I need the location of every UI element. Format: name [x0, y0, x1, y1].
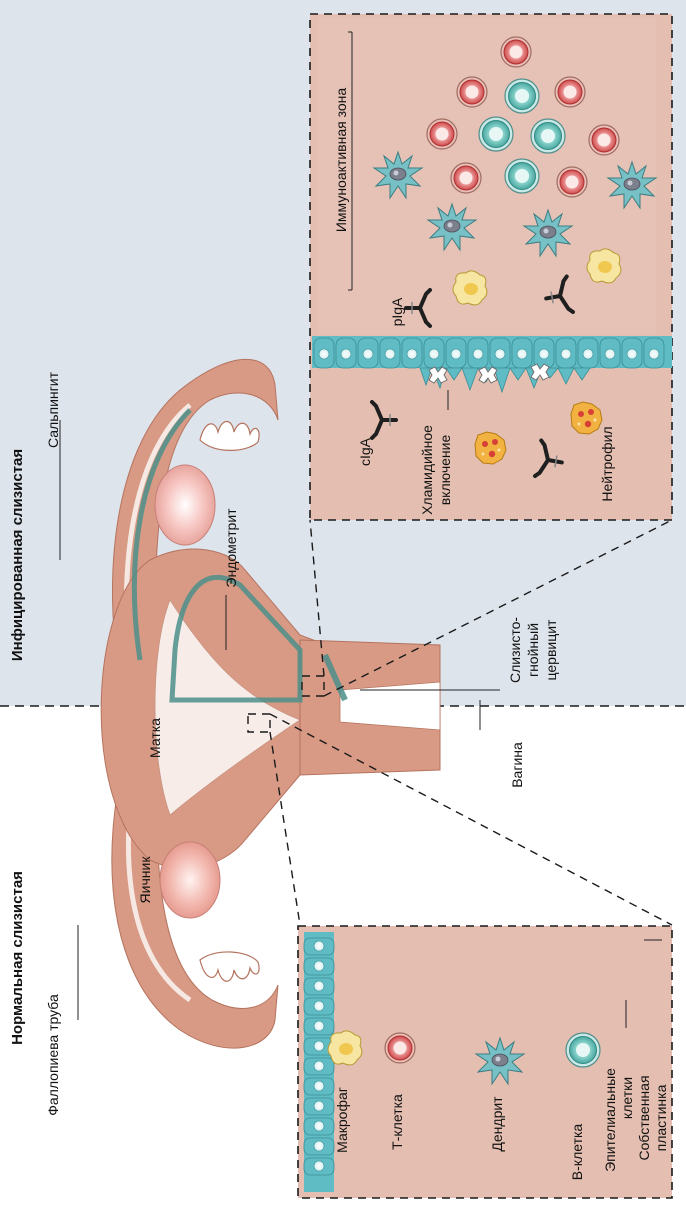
b-cell — [505, 159, 539, 193]
section-title-normal: Нормальная слизистая — [9, 871, 26, 1045]
t-cell — [427, 119, 457, 149]
t-cell — [555, 77, 585, 107]
t-cell — [589, 125, 619, 155]
label-vagina: Вагина — [509, 742, 525, 788]
label-endometritis: Эндометрит — [223, 508, 239, 588]
macrophage — [587, 249, 621, 283]
label-neutrophil: Нейтрофил — [599, 426, 615, 501]
label-chlamydia-1: Хламидийное — [419, 425, 435, 515]
legend-macrophage: Макрофаг — [334, 1087, 350, 1153]
legend-epithelial-1: Эпителиальные — [602, 1068, 618, 1172]
legend-macrophage-icon — [328, 1031, 362, 1065]
label-cervicitis-1: Слизисто- — [507, 617, 523, 683]
legend-b-cell-icon — [566, 1033, 600, 1067]
section-title-infected: Инфицированная слизистая — [9, 449, 26, 661]
ovary-upper — [155, 465, 215, 545]
t-cell — [501, 37, 531, 67]
label-uterus: Матка — [147, 718, 163, 758]
label-immune-zone: Иммуноактивная зона — [333, 88, 349, 232]
label-fallopian-tube: Фаллопиева труба — [45, 994, 61, 1116]
b-cell — [505, 79, 539, 113]
legend-t-cell: Т-клетка — [389, 1094, 405, 1150]
label-piga: pIgA — [389, 297, 405, 326]
legend-epithelial-2: клетки — [619, 1077, 635, 1119]
label-salpingitis: Сальпингит — [45, 371, 61, 448]
t-cell — [557, 167, 587, 197]
label-ovary: Яичник — [137, 856, 153, 904]
b-cell — [479, 117, 513, 151]
legend-lamina-2: пластинка — [653, 1084, 669, 1151]
label-chlamydia-2: включение — [437, 435, 453, 506]
label-cervicitis-3: цервицит — [543, 619, 559, 681]
label-ciga: cIgA — [357, 437, 373, 466]
label-cervicitis-2: гнойный — [525, 623, 541, 677]
ovary-lower — [160, 842, 220, 918]
legend-lamina-1: Собственная — [636, 1075, 652, 1160]
legend-b-cell: В-клетка — [569, 1124, 585, 1181]
t-cell — [451, 163, 481, 193]
macrophage — [453, 271, 487, 305]
b-cell — [531, 119, 565, 153]
legend-t-cell-icon — [385, 1033, 415, 1063]
legend-dendrite: Дендрит — [489, 1096, 505, 1152]
t-cell — [457, 77, 487, 107]
